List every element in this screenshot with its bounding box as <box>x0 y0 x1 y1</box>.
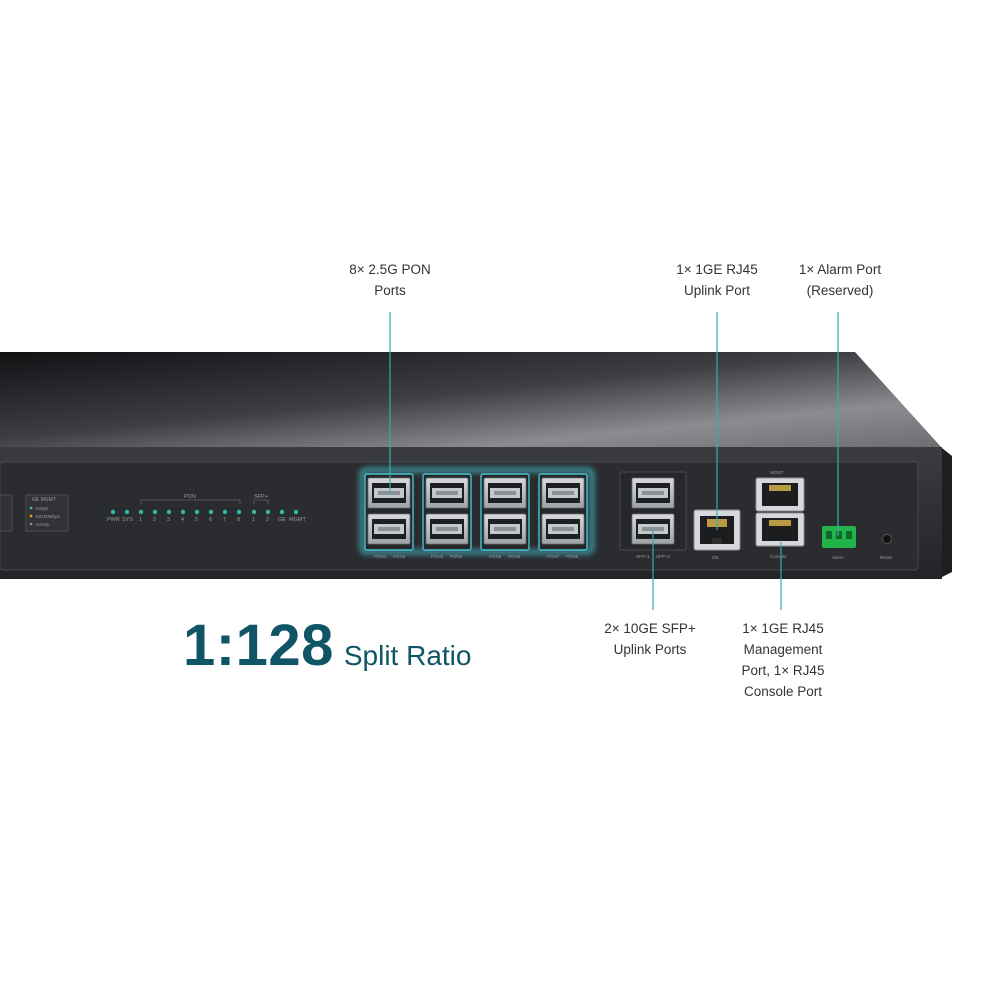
led-7-label: 7 <box>223 517 226 523</box>
reset-label: Reset <box>880 555 893 560</box>
ge-port-label: GE <box>712 555 719 560</box>
led-ge-label: GE <box>278 517 286 523</box>
ge-mgmt-label: GE MGMT <box>32 497 56 503</box>
pon-group-label: PON <box>184 494 196 500</box>
status-led-9 <box>222 509 228 515</box>
alarm-port: Alarm <box>822 526 856 560</box>
pon7-label: PON7 <box>547 554 560 559</box>
pon-cage-7 <box>541 477 585 509</box>
alarm-callout-line-2: (Reserved) <box>806 283 874 298</box>
pon-ports: PON1 PON2 PON3 PON4 PON5 PON6 PON7 PON8 <box>359 467 595 559</box>
pon8-label: PON8 <box>566 554 579 559</box>
led-sfp2-label: 2 <box>266 517 269 523</box>
pon-cage-8 <box>541 513 585 545</box>
sfp-cage-1 <box>631 477 675 509</box>
status-led-12 <box>265 509 271 515</box>
led-mgmt-label: MGMT <box>289 517 306 523</box>
sfp-plus-ports: SFP+1 SFP+2 <box>619 471 687 559</box>
status-led-10 <box>236 509 242 515</box>
led-1-label: 1 <box>139 517 142 523</box>
sfp2-label: SFP+2 <box>656 554 670 559</box>
pon-cage-5 <box>483 477 527 509</box>
alarm-label: Alarm <box>832 555 844 560</box>
rj45-callout-line-1: 1× 1GE RJ45 <box>676 262 758 277</box>
sfp-callout-line-1: 2× 10GE SFP+ <box>604 621 696 636</box>
legend-10-100mbps: 10/100Mbps <box>35 514 61 519</box>
mgmt-console-callout: 1× 1GE RJ45 Management Port, 1× RJ45 Con… <box>718 618 848 702</box>
split-ratio-headline: 1:128 Split Ratio <box>183 612 471 679</box>
rj45-callout-line-2: Uplink Port <box>683 283 751 298</box>
status-led-8 <box>208 509 214 515</box>
split-ratio-value: 1:128 <box>183 613 334 678</box>
pon6-label: PON6 <box>508 554 521 559</box>
led-5-label: 5 <box>195 517 198 523</box>
status-led-1 <box>110 509 116 515</box>
pon-callout-line-1: 8× 2.5G PON <box>349 262 431 277</box>
led-8-label: 8 <box>237 517 240 523</box>
status-led-2 <box>124 509 130 515</box>
led-pwr-label: PWR <box>107 517 120 523</box>
pon3-label: PON3 <box>431 554 444 559</box>
split-ratio-label: Split Ratio <box>343 640 472 671</box>
pon-cage-6 <box>483 513 527 545</box>
callout-lines <box>389 312 839 610</box>
led-sys-label: SYS <box>122 517 133 523</box>
led-3-label: 3 <box>167 517 170 523</box>
chassis-top <box>0 352 942 448</box>
pon-highlight-glow <box>359 467 595 555</box>
pon-cage-2 <box>367 513 411 545</box>
pon-callout: 8× 2.5G PON Ports <box>330 259 450 301</box>
sfp-cage-2 <box>631 513 675 545</box>
sfp-uplink-callout: 2× 10GE SFP+ Uplink Ports <box>590 618 710 660</box>
legend-activity: Activity <box>35 522 50 527</box>
console-label: Console <box>770 554 787 559</box>
pon-cage-4 <box>425 513 469 545</box>
alarm-callout-line-1: 1× Alarm Port <box>798 262 882 277</box>
led-6-label: 6 <box>209 517 212 523</box>
mgmt-callout-line-2: Management <box>743 642 823 657</box>
status-led-7 <box>194 509 200 515</box>
mgmt-callout-line-4: Console Port <box>743 684 823 699</box>
switch-chassis <box>0 352 952 579</box>
led-legend: GE MGMT 1Gbps 10/100Mbps Activity <box>0 494 69 532</box>
mgmt-top-label: MGMT <box>770 470 784 475</box>
led-sfp1-label: 1 <box>252 517 255 523</box>
mgmt-console-ports: MGMT Console <box>755 470 805 559</box>
pon2-label: PON2 <box>393 554 406 559</box>
mgmt-callout-line-1: 1× 1GE RJ45 <box>742 621 824 636</box>
pon4-label: PON4 <box>450 554 463 559</box>
led-row: PON SFP+ PWR SYS 1 2 3 4 5 6 7 8 1 2 GE … <box>107 494 306 523</box>
status-led-14 <box>293 509 299 515</box>
pon-cage-1 <box>367 477 411 509</box>
led-2-label: 2 <box>153 517 156 523</box>
rj45-uplink-callout: 1× 1GE RJ45 Uplink Port <box>657 259 777 301</box>
legend-1gbps: 1Gbps <box>35 506 49 511</box>
led-4-label: 4 <box>181 517 184 523</box>
pon-cage-3 <box>425 477 469 509</box>
pon5-label: PON5 <box>489 554 502 559</box>
sfp-group-label: SFP+ <box>254 494 268 500</box>
status-led-6 <box>180 509 186 515</box>
status-led-4 <box>152 509 158 515</box>
status-led-11 <box>251 509 257 515</box>
status-led-5 <box>166 509 172 515</box>
pon-callout-line-2: Ports <box>374 283 406 298</box>
status-led-13 <box>279 509 285 515</box>
sfp-callout-line-2: Uplink Ports <box>613 642 687 657</box>
sfp1-label: SFP+1 <box>636 554 650 559</box>
mgmt-callout-line-3: Port, 1× RJ45 <box>741 663 825 678</box>
reset-button: Reset <box>880 534 893 560</box>
status-led-3 <box>138 509 144 515</box>
alarm-callout: 1× Alarm Port (Reserved) <box>775 259 905 301</box>
pon1-label: PON1 <box>374 554 387 559</box>
